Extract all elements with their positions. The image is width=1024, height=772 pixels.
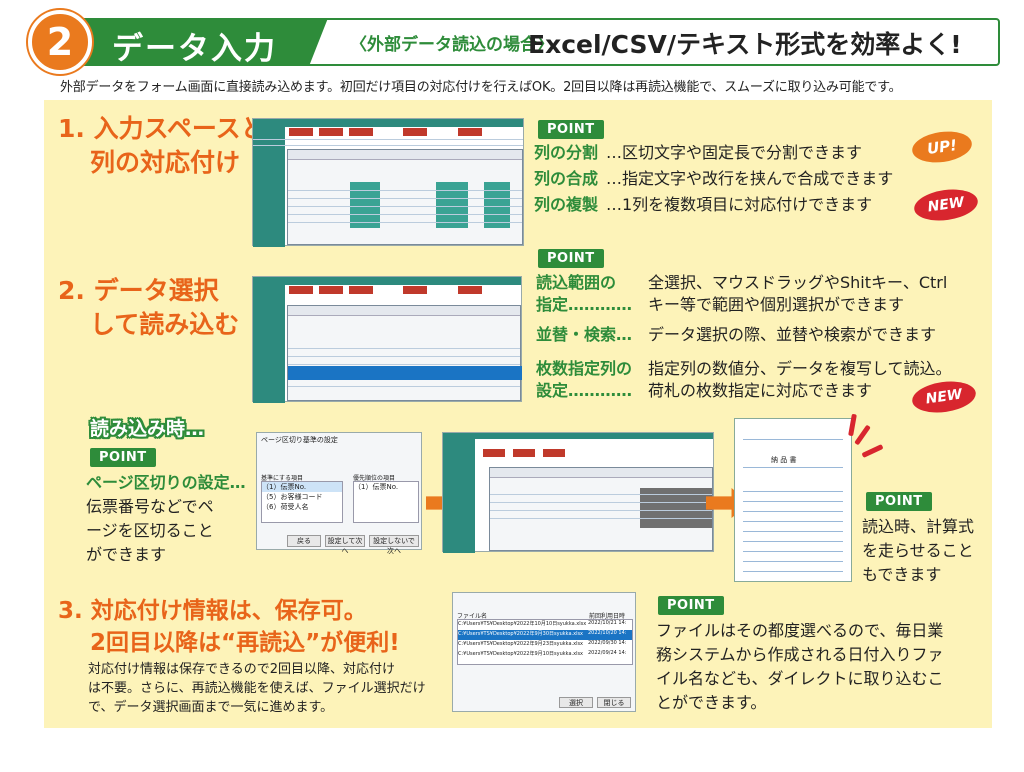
step3-desc-line2: は不要。さらに、再読込機能を使えば、ファイル選択だけ — [88, 681, 426, 696]
header-green-band — [58, 18, 328, 66]
reading-heading: 読み込み時… — [90, 418, 205, 440]
step3-point-line2: 務システムから作成される日付入りファ — [656, 645, 944, 664]
select-button[interactable]: 選択 — [559, 697, 593, 708]
step1-item3-desc: …1列を複数項目に対応付けできます — [606, 195, 873, 214]
calc-desc-line1: 読込時、計算式 — [862, 517, 975, 536]
step3-point-line4: とができます。 — [656, 693, 767, 712]
table-row[interactable]: C:¥Users¥TS¥Desktop¥2022年9月10日syukka.xls… — [458, 650, 632, 660]
step2-item2-desc: データ選択の際、並替や検索ができます — [648, 325, 937, 344]
step3-point-tag: POINT — [658, 596, 724, 615]
step1-title-line2: 列の対応付け — [90, 148, 241, 177]
last-used-header: 前回利用日時 — [589, 613, 626, 620]
file-date: 2022/10/21 14: — [588, 620, 627, 626]
section-headline: Excel/CSV/テキスト形式を効率よく! — [528, 30, 962, 59]
file-name: C:¥Users¥TS¥Desktop¥2022年9月23日syukka.xls… — [458, 641, 584, 647]
base-items-header: 基準にする項目 — [261, 475, 304, 482]
page-break-desc-line2: ージを区切ること — [86, 521, 214, 540]
step2-point-tag: POINT — [538, 249, 604, 268]
file-name-header: ファイル名 — [457, 613, 488, 620]
file-date: 2022/09/24 14: — [588, 650, 627, 656]
file-date: 2022/10/20 14: — [588, 630, 627, 636]
file-name: C:¥Users¥TS¥Desktop¥2022年9月10日syukka.xls… — [458, 651, 584, 657]
step2-item3-label1: 枚数指定列の — [536, 359, 633, 378]
back-button[interactable]: 戻る — [287, 535, 321, 547]
step3-point-line1: ファイルはその都度選べるので、毎日業 — [656, 621, 944, 640]
step2-item1-label1: 読込範囲の — [536, 273, 617, 292]
calc-point-tag: POINT — [866, 492, 932, 511]
page-break-label: ページ区切りの設定… — [86, 473, 246, 492]
step1-item2-desc: …指定文字や改行を挟んで合成できます — [606, 169, 894, 188]
mapping-screenshot — [252, 118, 524, 247]
close-button[interactable]: 閉じる — [597, 697, 631, 708]
file-name: C:¥Users¥TS¥Desktop¥2022年9月30日syukka.xls… — [458, 631, 584, 637]
list-item[interactable]: （1）伝票No. — [262, 482, 342, 492]
section-tag: 〈外部データ読込の場合〉 — [350, 35, 554, 55]
base-items-list[interactable]: （1）伝票No. （5）お客様コード （6）荷受人名 — [261, 481, 343, 523]
step2-item3-desc1: 指定列の数値分、データを複写して読込。 — [648, 359, 952, 378]
page-break-desc-line1: 伝票番号などでペ — [86, 497, 214, 516]
file-date: 2022/09/30 14: — [588, 640, 627, 646]
step2-title-line1: 2. データ選択 — [58, 276, 219, 305]
step2-title-line2: して読み込む — [90, 310, 240, 339]
step1-item1-label: 列の分割 — [534, 143, 599, 162]
step3-desc-line3: で、データ選択画面まで一気に進めます。 — [88, 700, 334, 715]
section-number-badge: 2 — [28, 10, 92, 74]
slip-preview: 納 品 書 — [734, 418, 852, 582]
set-next-button[interactable]: 設定して次へ — [325, 535, 365, 555]
step3-title-line1: 3. 対応付け情報は、保存可。 — [58, 598, 367, 624]
step2-item1-label2: 指定………… — [536, 295, 633, 314]
step3-title-line2: 2回目以降は“再読込”が便利! — [90, 630, 400, 656]
list-item[interactable]: （1）伝票No. — [354, 483, 399, 491]
slip-title: 納 品 書 — [771, 456, 797, 464]
priority-items-header: 優先順位の項目 — [353, 475, 396, 482]
step3-point-line3: イル名なども、ダイレクトに取り込むこ — [656, 669, 944, 688]
reading-point-tag: POINT — [90, 448, 156, 467]
table-row[interactable]: C:¥Users¥TS¥Desktop¥2022年10月10日syukka.xl… — [458, 620, 632, 630]
step2-item1-desc1: 全選択、マウスドラッグやShitキー、Ctrl — [648, 273, 948, 292]
section-title: データ入力 — [112, 31, 277, 67]
intro-text: 外部データをフォーム画面に直接読み込めます。初回だけ項目の対応付けを行えばOK。… — [60, 80, 902, 95]
calc-desc-line3: もできます — [862, 565, 942, 584]
table-row[interactable]: C:¥Users¥TS¥Desktop¥2022年9月30日syukka.xls… — [458, 630, 632, 640]
step1-item2-label: 列の合成 — [534, 169, 599, 188]
step2-item3-desc2: 荷札の枚数指定に対応できます — [648, 381, 873, 400]
priority-items-list[interactable]: （1）伝票No. — [353, 481, 419, 523]
data-select-screenshot — [252, 276, 522, 403]
page-break-dialog-title: ページ区切り基準の設定 — [261, 436, 338, 444]
list-item[interactable]: （6）荷受人名 — [262, 503, 309, 511]
list-item[interactable]: （5）お客様コード — [262, 493, 323, 501]
page-break-dialog: ページ区切り基準の設定 基準にする項目 優先順位の項目 （1）伝票No. （5）… — [256, 432, 422, 555]
step1-point-tag: POINT — [538, 120, 604, 139]
file-name: C:¥Users¥TS¥Desktop¥2022年10月10日syukka.xl… — [458, 621, 587, 627]
section-header: 2 データ入力 〈外部データ読込の場合〉 Excel/CSV/テキスト形式を効率… — [28, 10, 1000, 74]
table-row[interactable]: C:¥Users¥TS¥Desktop¥2022年9月23日syukka.xls… — [458, 640, 632, 650]
step1-title-line1: 1. 入力スペースと — [58, 114, 266, 143]
step2-item3-label2: 設定………… — [536, 381, 633, 400]
calc-desc-line2: を走らせること — [862, 541, 974, 560]
step1-item1-desc: …区切文字や固定長で分割できます — [606, 143, 863, 162]
skip-next-button[interactable]: 設定しないで次へ — [369, 535, 419, 555]
page-break-desc-line3: ができます — [86, 545, 167, 564]
reading-screenshot — [442, 432, 714, 553]
file-list[interactable]: C:¥Users¥TS¥Desktop¥2022年10月10日syukka.xl… — [457, 619, 633, 665]
step3-desc-line1: 対応付け情報は保存できるので2回目以降、対応付け — [88, 662, 396, 677]
step1-item3-label: 列の複製 — [534, 195, 599, 214]
file-select-dialog: ファイル名 前回利用日時 C:¥Users¥TS¥Desktop¥2022年10… — [452, 592, 636, 712]
step2-item1-desc2: キー等で範囲や個別選択ができます — [648, 295, 905, 314]
step2-item2-label: 並替・検索… — [536, 325, 633, 344]
